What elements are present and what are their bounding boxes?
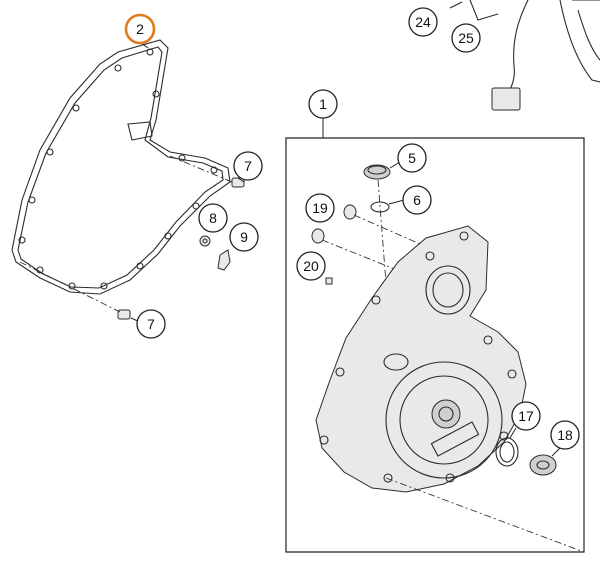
svg-text:5: 5 bbox=[408, 150, 416, 166]
callout-9: 9 bbox=[229, 222, 259, 252]
svg-text:18: 18 bbox=[557, 427, 573, 443]
bolt-7-upper bbox=[231, 177, 245, 188]
callout-20: 20 bbox=[296, 251, 326, 281]
o-ring-6 bbox=[370, 201, 390, 213]
wiring-harness bbox=[469, 0, 600, 111]
callout-7-lower: 7 bbox=[136, 309, 166, 339]
svg-text:25: 25 bbox=[458, 30, 474, 46]
callout-17: 17 bbox=[511, 401, 541, 431]
washer-8 bbox=[199, 235, 211, 247]
cover-gasket bbox=[11, 39, 231, 295]
callout-5: 5 bbox=[397, 143, 427, 173]
svg-text:7: 7 bbox=[147, 316, 155, 332]
assembly-box bbox=[285, 137, 585, 553]
svg-text:6: 6 bbox=[413, 192, 421, 208]
svg-text:1: 1 bbox=[319, 96, 327, 112]
svg-text:2: 2 bbox=[136, 21, 144, 37]
svg-text:9: 9 bbox=[240, 229, 248, 245]
callout-24: 24 bbox=[408, 7, 438, 37]
svg-text:7: 7 bbox=[244, 158, 252, 174]
clip-9 bbox=[217, 249, 231, 271]
callout-8: 8 bbox=[198, 203, 228, 233]
callout-25: 25 bbox=[451, 23, 481, 53]
callout-6: 6 bbox=[402, 185, 432, 215]
svg-text:20: 20 bbox=[303, 258, 319, 274]
callout-2: 2 bbox=[124, 13, 156, 45]
callout-18: 18 bbox=[550, 420, 580, 450]
callout-19: 19 bbox=[305, 193, 335, 223]
seal-ring-17 bbox=[495, 437, 519, 467]
svg-text:24: 24 bbox=[415, 14, 431, 30]
callout-1: 1 bbox=[308, 89, 338, 119]
generator-cover bbox=[315, 225, 527, 493]
callout-7-upper: 7 bbox=[233, 151, 263, 181]
svg-text:8: 8 bbox=[209, 210, 217, 226]
screw-20 bbox=[325, 277, 333, 285]
plug-5 bbox=[363, 164, 391, 180]
svg-text:19: 19 bbox=[312, 200, 328, 216]
svg-text:17: 17 bbox=[518, 408, 534, 424]
bolt-7-lower bbox=[117, 309, 131, 320]
bushing-19 bbox=[311, 204, 357, 244]
plug-18 bbox=[529, 454, 557, 476]
